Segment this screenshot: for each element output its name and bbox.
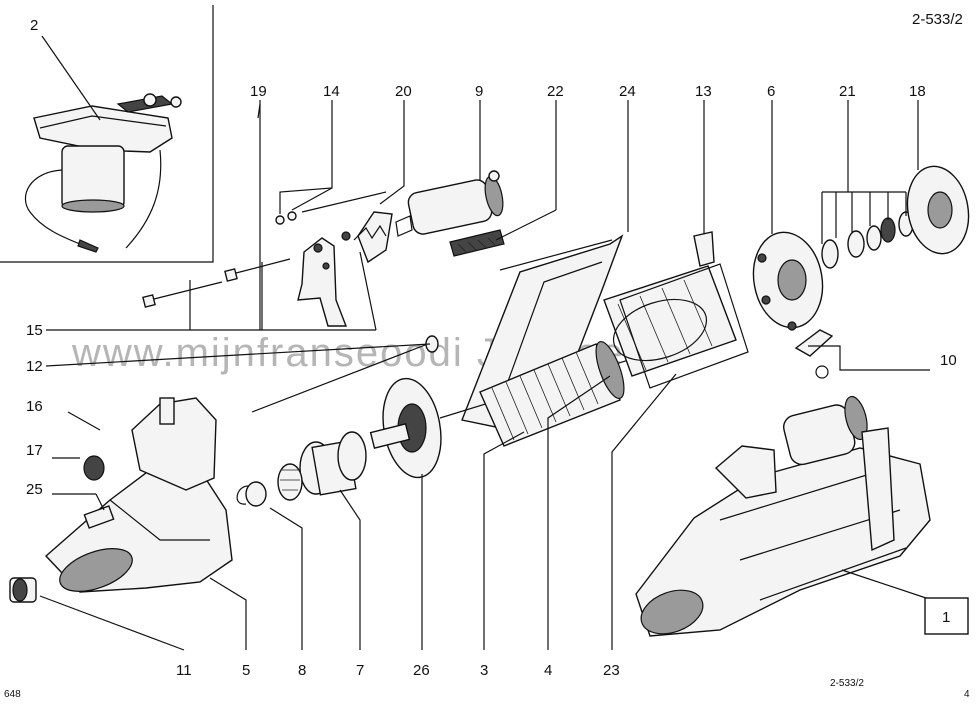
washers-21 xyxy=(821,211,914,269)
callout-13: 13 xyxy=(695,83,712,100)
through-rod-12 xyxy=(251,335,439,413)
armature-3 xyxy=(439,337,701,447)
sheet-code-top: 2-533/2 xyxy=(912,11,963,28)
callout-21: 21 xyxy=(839,83,856,100)
circlip-8 xyxy=(236,481,267,507)
terminal-13 xyxy=(693,231,715,267)
callout-5: 5 xyxy=(242,662,250,679)
pinion-drive-7 xyxy=(277,431,367,501)
inset-frame xyxy=(0,5,214,263)
callout-24: 24 xyxy=(619,83,636,100)
brush-spring-10 xyxy=(794,329,834,379)
end-cap-18 xyxy=(906,165,970,255)
callout-1: 1 xyxy=(942,609,950,626)
callout-9: 9 xyxy=(475,83,483,100)
callout-7: 7 xyxy=(356,662,364,679)
callout-25: 25 xyxy=(26,481,43,498)
callout-23: 23 xyxy=(603,662,620,679)
callout-22: 22 xyxy=(547,83,564,100)
pins-and-washers-14 xyxy=(275,191,387,225)
callout-14: 14 xyxy=(323,83,340,100)
callout-20: 20 xyxy=(395,83,412,100)
callout-4: 4 xyxy=(544,662,552,679)
sheet-code-bottom: 2-533/2 xyxy=(830,678,864,689)
plunger-spring-20 xyxy=(341,211,393,264)
callout-6: 6 xyxy=(767,83,775,100)
page-number-left: 648 xyxy=(4,689,21,700)
callout-10: 10 xyxy=(940,352,957,369)
callout-3: 3 xyxy=(480,662,488,679)
callout-19: 19 xyxy=(250,83,267,100)
page-number-right: 4 xyxy=(964,689,970,700)
solenoid-inset-illustration xyxy=(24,93,182,253)
intermediate-plate-26 xyxy=(369,377,442,479)
callout-8: 8 xyxy=(298,662,306,679)
callout-11: 11 xyxy=(176,662,192,679)
callout-12: 12 xyxy=(26,358,43,375)
callout-15: 15 xyxy=(26,322,43,339)
callout-2: 2 xyxy=(30,17,38,34)
callout-18: 18 xyxy=(909,83,926,100)
solenoid-9 xyxy=(395,170,504,237)
pin-16 xyxy=(67,411,101,431)
nut-17 xyxy=(83,455,105,481)
commutator-bracket-6 xyxy=(752,231,824,331)
callout-17: 17 xyxy=(26,442,43,459)
yoke-frame-23 xyxy=(619,263,749,389)
engagement-fork-19 xyxy=(297,237,348,327)
drive-end-housing-5 xyxy=(44,397,233,593)
tie-bolt-15 xyxy=(142,258,291,308)
callout-16: 16 xyxy=(26,398,43,415)
leader-lines xyxy=(39,35,930,651)
callout-box-1 xyxy=(924,597,969,635)
bush-11 xyxy=(9,577,37,603)
callout-26: 26 xyxy=(413,662,430,679)
starter-assembly-1 xyxy=(635,395,931,637)
brush-holder-22 xyxy=(449,229,505,257)
